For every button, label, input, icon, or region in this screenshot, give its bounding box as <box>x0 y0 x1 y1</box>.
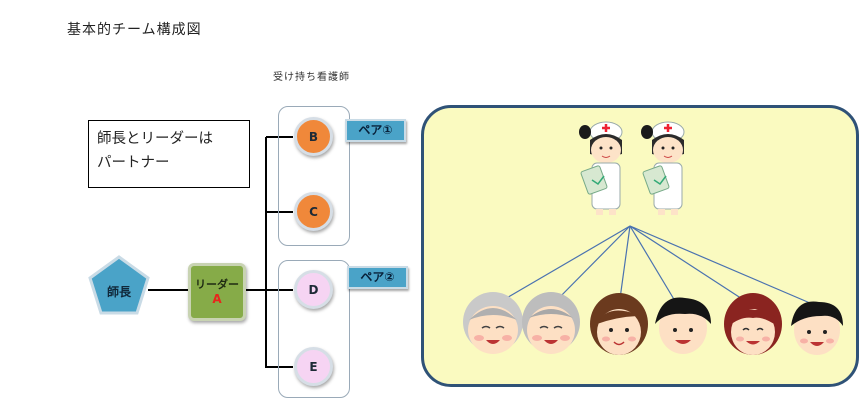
member-e: E <box>294 347 333 386</box>
member-d: D <box>294 270 333 309</box>
leader-id: A <box>212 292 222 306</box>
note-line-1: 師長とリーダーは <box>97 131 213 147</box>
patient-young-woman-icon <box>590 293 648 355</box>
patient-elderly-man-icon <box>522 292 580 354</box>
pair-1-tag: ペア① <box>345 119 406 142</box>
head-label: 師長 <box>106 285 131 299</box>
pair-2-group <box>278 260 350 398</box>
nurse-icon <box>641 121 685 215</box>
leader-node: リーダー A <box>188 263 246 321</box>
patient-man-icon <box>655 297 711 354</box>
pair-2-tag: ペア② <box>347 266 408 289</box>
note-box: 師長とリーダーは パートナー <box>88 120 250 188</box>
member-c: C <box>294 192 333 231</box>
assignment-lines <box>492 225 818 307</box>
pair-1-group <box>278 106 350 246</box>
nurse-label: 受け持ち看護師 <box>273 72 350 83</box>
patient-elderly-woman-icon <box>463 292 523 354</box>
member-b: B <box>294 117 333 156</box>
note-line-2: パートナー <box>97 155 170 171</box>
head-pentagon <box>88 255 150 315</box>
page-title: 基本的チーム構成図 <box>67 22 202 38</box>
leader-label: リーダー <box>195 278 239 291</box>
patient-woman-icon <box>724 293 782 355</box>
nurse-icon <box>579 121 623 215</box>
patient-boy-icon <box>791 301 843 355</box>
